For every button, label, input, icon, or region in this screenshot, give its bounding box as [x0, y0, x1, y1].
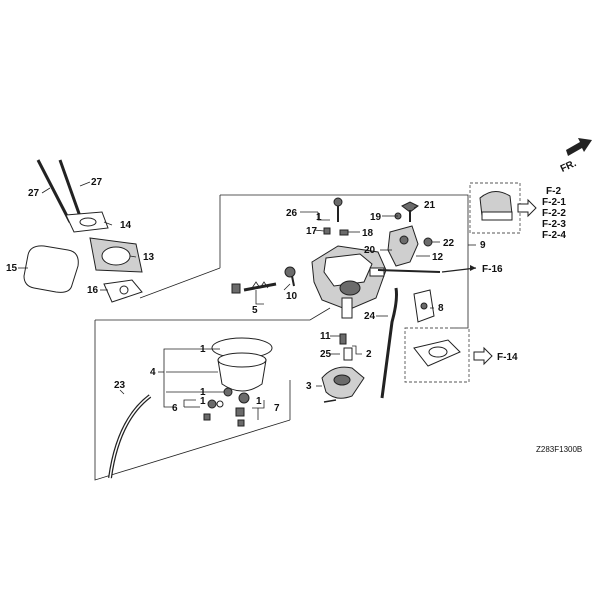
- ref-arrow-icon: [441, 265, 477, 273]
- ref-arrow-icon: [517, 198, 537, 218]
- callout-2: 2: [366, 349, 372, 360]
- callout-1: 1: [256, 396, 262, 407]
- callout-11: 11: [320, 331, 331, 342]
- callout-9: 9: [480, 240, 486, 251]
- ref-f2-4: F-2-4: [542, 230, 566, 241]
- ref-f2-1: F-2-1: [542, 197, 566, 208]
- ref-f16: F-16: [482, 264, 503, 275]
- front-direction-arrow-icon: [566, 138, 592, 156]
- callout-27: 27: [28, 188, 40, 199]
- callout-24: 24: [364, 311, 376, 322]
- float-chamber-icon: [211, 337, 273, 404]
- seal-ring-icon: [23, 245, 79, 293]
- float-icon: [321, 366, 365, 403]
- air-cleaner-cover-icon: [479, 191, 513, 221]
- ref-f14: F-14: [497, 352, 518, 363]
- callout-5: 5: [252, 305, 258, 316]
- insulator-gasket-icon: [65, 211, 109, 233]
- callout-16: 16: [87, 285, 99, 296]
- diagram-code: Z283F1300B: [536, 445, 582, 454]
- callout-17: 17: [306, 226, 318, 237]
- choke-lever-icon: [387, 225, 419, 267]
- callout-13: 13: [143, 252, 155, 263]
- callout-19: 19: [370, 212, 382, 223]
- callout-12: 12: [432, 252, 444, 263]
- main-jet-icon: [339, 333, 353, 361]
- callout-21: 21: [424, 200, 436, 211]
- jet-icon: [323, 227, 349, 236]
- gasket-ref-box: [404, 327, 470, 383]
- callout-1: 1: [200, 387, 206, 398]
- ref-f2-3: F-2-3: [542, 219, 566, 230]
- direction-label: FR.: [559, 158, 578, 175]
- callout-14: 14: [120, 220, 132, 231]
- callout-labels: 27 27 14 13 15 16 10 5 26 1 17 18 19 21 …: [6, 177, 486, 414]
- pilot-screw-icon: [231, 281, 277, 294]
- choke-shaft-icon: [377, 269, 441, 273]
- assembly-outline-lower: [95, 307, 331, 321]
- callout-22: 22: [443, 238, 455, 249]
- callout-18: 18: [362, 228, 374, 239]
- callout-15: 15: [6, 263, 18, 274]
- callout-27: 27: [91, 177, 103, 188]
- callout-1: 1: [200, 396, 206, 407]
- callout-3: 3: [306, 381, 312, 392]
- callout-26: 26: [286, 208, 298, 219]
- callout-25: 25: [320, 349, 332, 360]
- ref-f2-2: F-2-2: [542, 208, 566, 219]
- screw-icon: [394, 201, 419, 222]
- callout-4: 4: [150, 367, 156, 378]
- ref-arrow-icon: [473, 346, 493, 366]
- callout-1: 1: [200, 344, 206, 355]
- callout-20: 20: [364, 245, 376, 256]
- gasket-ref-icon: [413, 339, 461, 367]
- callout-8: 8: [438, 303, 444, 314]
- bolt-icon: [423, 237, 433, 247]
- callout-23: 23: [114, 380, 126, 391]
- drain-tube-icon: [380, 287, 398, 399]
- carburetor-body-icon: [311, 245, 387, 319]
- screw-icon: [333, 197, 343, 222]
- clamp-icon: [413, 289, 435, 323]
- callout-6: 6: [172, 403, 178, 414]
- screw-icon: [284, 266, 296, 287]
- drain-screw-icon: [203, 399, 245, 427]
- callout-7: 7: [274, 403, 280, 414]
- assembly-outline: [220, 194, 469, 329]
- ref-f2: F-2: [546, 186, 561, 197]
- gasket-icon: [103, 279, 143, 303]
- leader-lines: [18, 181, 476, 420]
- callout-10: 10: [286, 291, 298, 302]
- fuel-tube-icon: [108, 394, 152, 479]
- callout-1: 1: [316, 212, 322, 223]
- stud-bolt-icon: [36, 159, 84, 223]
- insulator-icon: [89, 237, 143, 273]
